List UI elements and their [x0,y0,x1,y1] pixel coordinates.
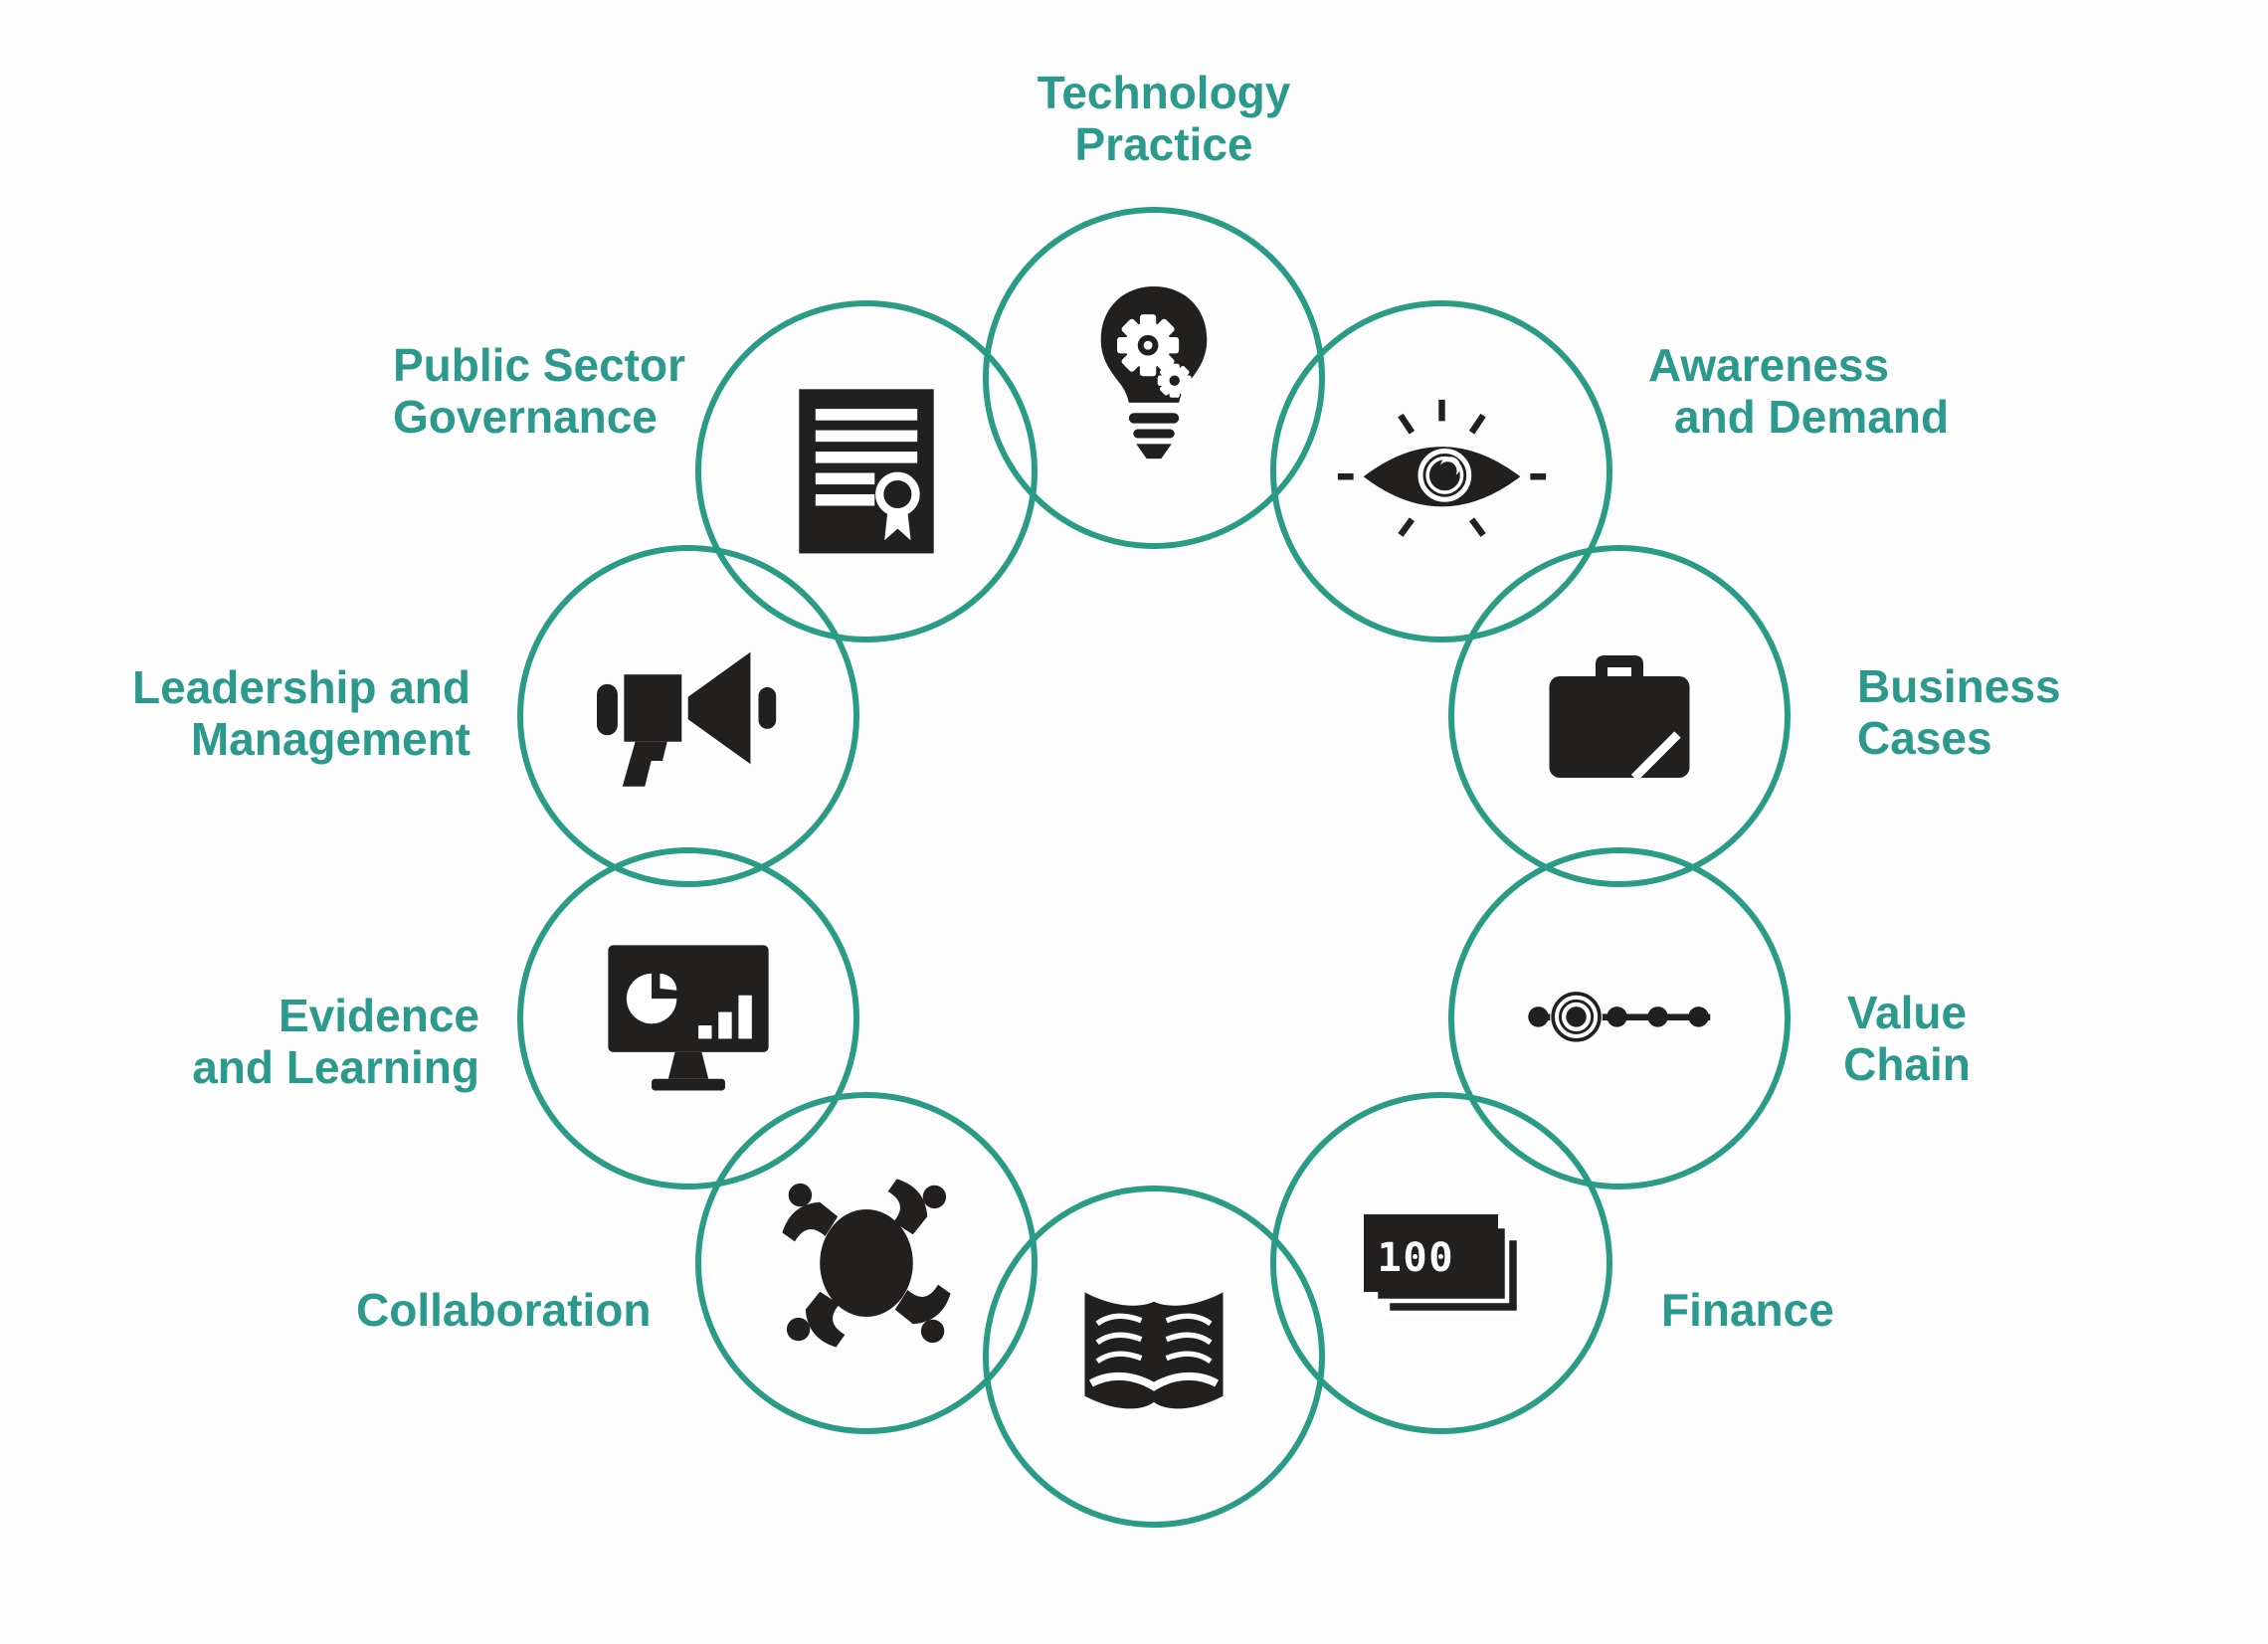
label-line: Leadership and [132,661,471,713]
label-line: Chain [1843,1038,1971,1090]
label-line: Value [1846,987,1968,1038]
label-line: Awareness [1648,339,1890,391]
label-line: Public Sector [393,339,685,391]
label-line: Collaboration [356,1284,652,1336]
label-line: and Demand [1674,391,1950,443]
node-circle-business-cases [1448,545,1791,887]
label-leadership-and-management: Leadership and Management [73,661,471,765]
node-circle-reading-book [983,1186,1325,1528]
label-collaboration: Collaboration [356,1284,651,1336]
label-awareness-and-demand: Awareness and Demand [1648,339,1949,443]
label-value-chain: Value Chain [1758,987,2056,1090]
banknotes-icon: 100 [1364,1213,1522,1315]
label-evidence-and-learning: Evidence and Learning [82,990,479,1093]
label-line: and Learning [192,1041,479,1093]
node-circle-collaboration [695,1092,1038,1434]
label-line: Finance [1661,1284,1834,1336]
label-line: Governance [393,391,658,443]
megaphone-icon [596,651,776,787]
banknote-denomination: 100 [1378,1233,1455,1281]
label-finance: Finance [1661,1284,1834,1336]
value-chain-nodes-icon [1527,991,1710,1043]
open-book-icon [1084,1292,1224,1409]
label-line: Business [1857,660,2061,712]
label-technology-practice: Technology Practice [865,67,1462,170]
monitor-analytics-icon [608,945,769,1091]
node-circle-leadership-and-management [517,545,859,887]
briefcase-icon [1549,654,1690,781]
eye-icon [1337,400,1546,538]
certificate-icon [799,389,934,554]
label-business-cases: Business Cases [1857,660,2061,764]
label-line: Cases [1857,712,1992,764]
node-circle-evidence-and-learning [517,847,859,1189]
node-circle-public-sector-governance [695,300,1038,642]
label-line: Evidence [279,990,479,1041]
label-line: Practice [1074,118,1253,170]
label-line: Technology [1037,67,1291,118]
lightbulb-gears-icon [1100,285,1208,458]
people-around-table-icon [782,1179,951,1348]
node-circle-value-chain [1448,847,1791,1189]
node-circle-awareness-and-demand [1270,300,1612,642]
label-line: Management [190,713,471,765]
label-public-sector-governance: Public Sector Governance [393,339,685,443]
